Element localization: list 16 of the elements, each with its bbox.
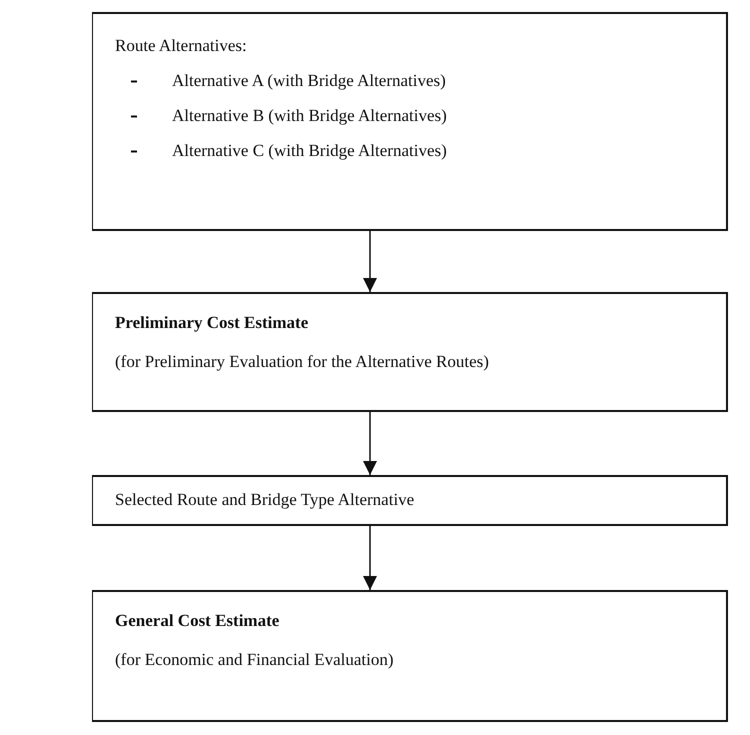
list-item: Alternative C (with Bridge Alternatives) xyxy=(172,141,447,161)
list-heading: Route Alternatives: xyxy=(115,36,247,56)
process-box xyxy=(92,590,728,722)
list-item: Alternative A (with Bridge Alternatives) xyxy=(172,71,446,91)
process-box xyxy=(92,12,728,231)
arrow xyxy=(363,231,377,292)
arrow xyxy=(363,412,377,475)
arrow xyxy=(363,526,377,590)
list-item: Alternative B (with Bridge Alternatives) xyxy=(172,106,447,126)
box-subtitle: (for Preliminary Evaluation for the Alternative Routes) xyxy=(115,352,489,372)
box-subtitle: (for Economic and Financial Evaluation) xyxy=(115,650,394,670)
process-box xyxy=(92,475,728,526)
process-box xyxy=(92,292,728,412)
box-heading: General Cost Estimate xyxy=(115,611,280,631)
box-text: Selected Route and Bridge Type Alternative xyxy=(115,490,414,510)
box-heading: Preliminary Cost Estimate xyxy=(115,313,308,333)
